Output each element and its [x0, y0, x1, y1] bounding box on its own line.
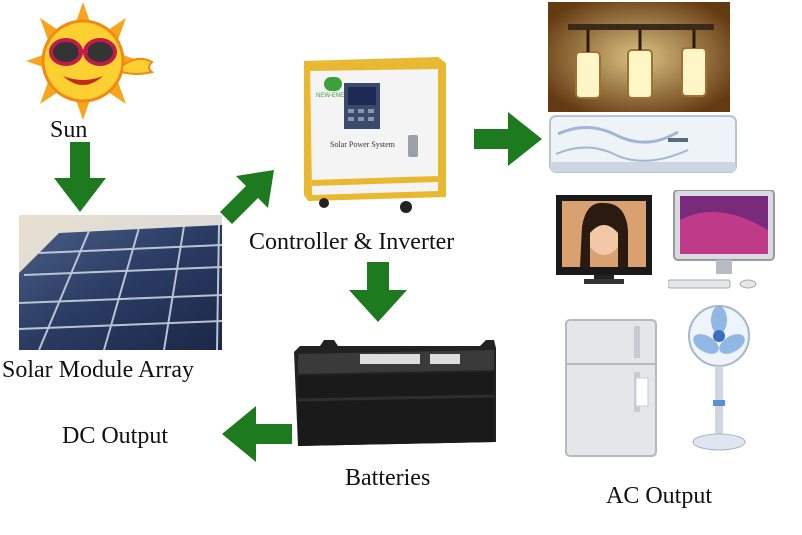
television-image: [556, 195, 652, 287]
ac-output-label: AC Output: [606, 483, 713, 509]
electric-fan-image: [684, 304, 754, 454]
arrow-down-icon: [54, 142, 106, 212]
arrow-right-icon: [474, 112, 542, 166]
arrow-diagonal-icon: [216, 168, 276, 228]
batteries-label: Batteries: [345, 465, 431, 491]
arrow-left-icon: [222, 406, 292, 462]
refrigerator-image: [564, 318, 660, 458]
solar-panel-image: [19, 215, 222, 350]
ceiling-lamp-image: [548, 2, 730, 112]
arrow-down-icon: [349, 262, 407, 322]
dc-output-label: DC Output: [62, 423, 169, 449]
controller-label: Controller & Inverter: [249, 229, 455, 255]
controller-inverter-image: [300, 55, 450, 215]
sun-illustration: [18, 2, 158, 120]
battery-image: [290, 340, 500, 450]
sun-label: Sun: [50, 117, 88, 143]
solar-array-label: Solar Module Array: [2, 357, 194, 383]
device-logo-text: NEW-ENE: [316, 93, 345, 99]
device-panel-text: Solar Power System: [330, 140, 395, 149]
air-conditioner-image: [548, 114, 738, 174]
computer-monitor-image: [668, 190, 778, 292]
